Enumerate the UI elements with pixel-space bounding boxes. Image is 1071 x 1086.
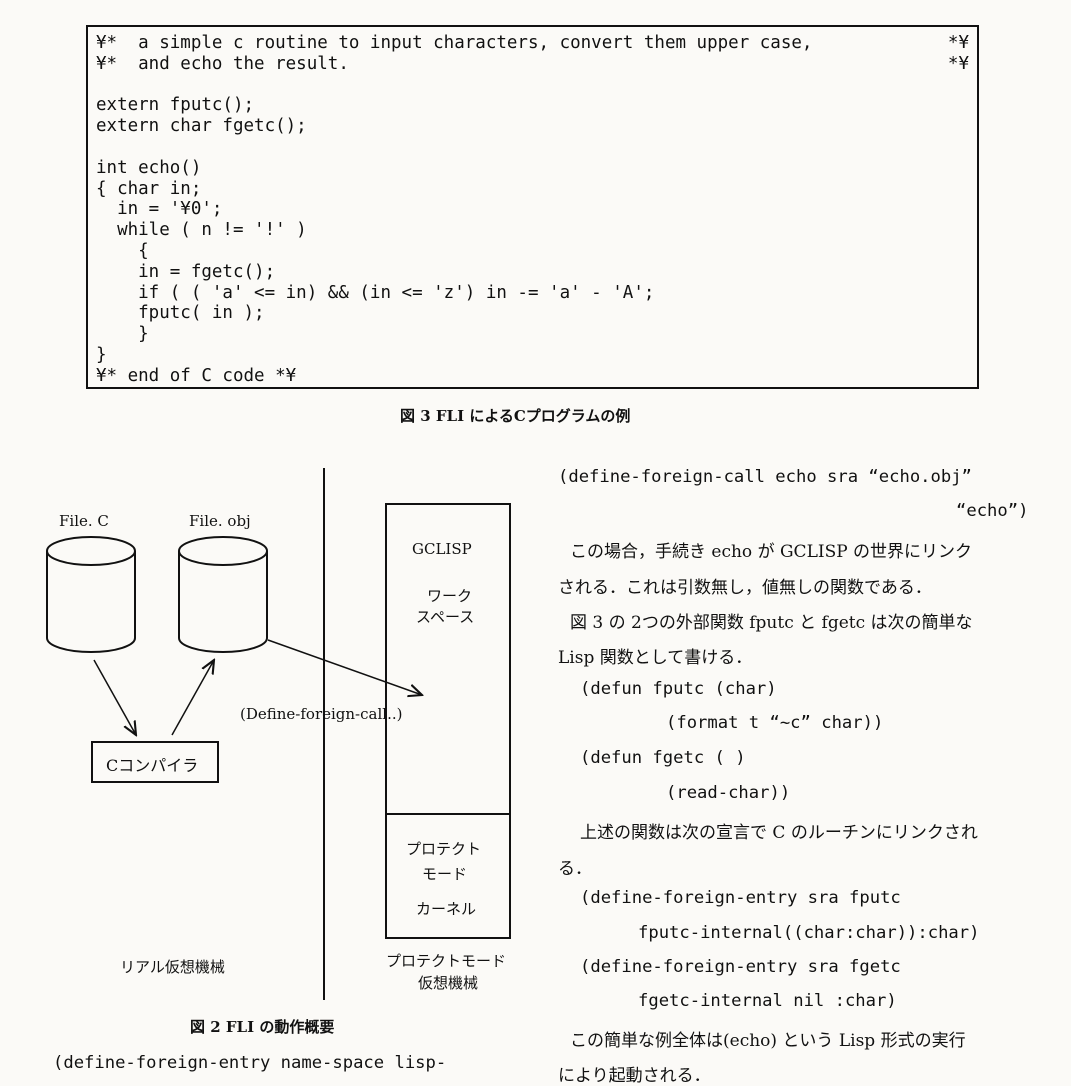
real-vm-label: リアル仮想機械 bbox=[120, 958, 225, 976]
arrow-obj-to-workspace bbox=[267, 639, 422, 695]
text-line: (read-char)) bbox=[666, 783, 791, 803]
arrow-compiler-to-obj bbox=[171, 660, 214, 736]
code-listing-right-marks: *¥ *¥ bbox=[947, 33, 969, 74]
kernel-label-2: モード bbox=[422, 865, 468, 883]
figure-2-caption: 図 2 FLI の動作概要 bbox=[190, 1018, 335, 1036]
define-call-label: (Define-foreign-call..) bbox=[240, 705, 403, 723]
text-line: (defun fputc (char) bbox=[580, 679, 777, 699]
compiler-label: Cコンパイラ bbox=[106, 756, 199, 775]
gclisp-label: GCLISP bbox=[412, 540, 472, 558]
text-line: (define-foreign-entry sra fgetc bbox=[580, 957, 901, 977]
text-line: Lisp 関数として書ける． bbox=[558, 648, 753, 668]
arrow-file-c-to-compiler bbox=[93, 659, 136, 735]
text-line: 図 3 の 2つの外部関数 fputc と fgetc は次の簡単な bbox=[570, 613, 973, 633]
text-line: 上述の関数は次の宣言で C のルーチンにリンクされ bbox=[580, 823, 978, 843]
text-line: (format t “~c” char)) bbox=[666, 713, 884, 733]
text-line: fputc-internal((char:char)):char) bbox=[638, 923, 980, 943]
code-listing: ¥* a simple c routine to input character… bbox=[96, 33, 813, 386]
kernel-label-3: カーネル bbox=[416, 900, 477, 918]
text-line: (define-foreign-entry sra fputc bbox=[580, 888, 901, 908]
bottom-left-code-line: (define-foreign-entry name-space lisp- bbox=[53, 1053, 447, 1073]
text-line: “echo”) bbox=[956, 501, 1029, 521]
file-c-cylinder-icon bbox=[46, 536, 136, 653]
text-line: (defun fgetc ( ) bbox=[580, 748, 746, 768]
protect-vm-label-2: 仮想機械 bbox=[418, 974, 479, 992]
gclisp-box bbox=[385, 503, 511, 939]
workspace-label-1: ワーク bbox=[427, 587, 473, 605]
figure-3-caption: 図 3 FLI によるCプログラムの例 bbox=[400, 407, 631, 425]
code-listing-box: ¥* a simple c routine to input character… bbox=[86, 25, 979, 389]
text-line: る． bbox=[558, 859, 592, 879]
text-line: この場合，手続き echo が GCLISP の世界にリンク bbox=[570, 542, 973, 562]
workspace-label-2: スペース bbox=[416, 608, 475, 626]
text-line: この簡単な例全体は(echo) という Lisp 形式の実行 bbox=[570, 1031, 966, 1051]
file-obj-label: File. obj bbox=[189, 512, 251, 530]
compiler-box bbox=[91, 741, 219, 783]
protect-vm-label-1: プロテクトモード bbox=[386, 952, 507, 970]
text-line: により起動される． bbox=[558, 1066, 711, 1086]
text-line: (define-foreign-call echo sra “echo.obj” bbox=[558, 467, 972, 487]
text-line: される．これは引数無し，値無しの関数である． bbox=[558, 578, 932, 598]
file-obj-cylinder-icon bbox=[178, 536, 268, 653]
diagram-graphics bbox=[46, 468, 511, 1000]
file-c-label: File. C bbox=[59, 512, 109, 530]
text-line: fgetc-internal nil :char) bbox=[638, 991, 897, 1011]
kernel-label-1: プロテクト bbox=[406, 840, 482, 858]
